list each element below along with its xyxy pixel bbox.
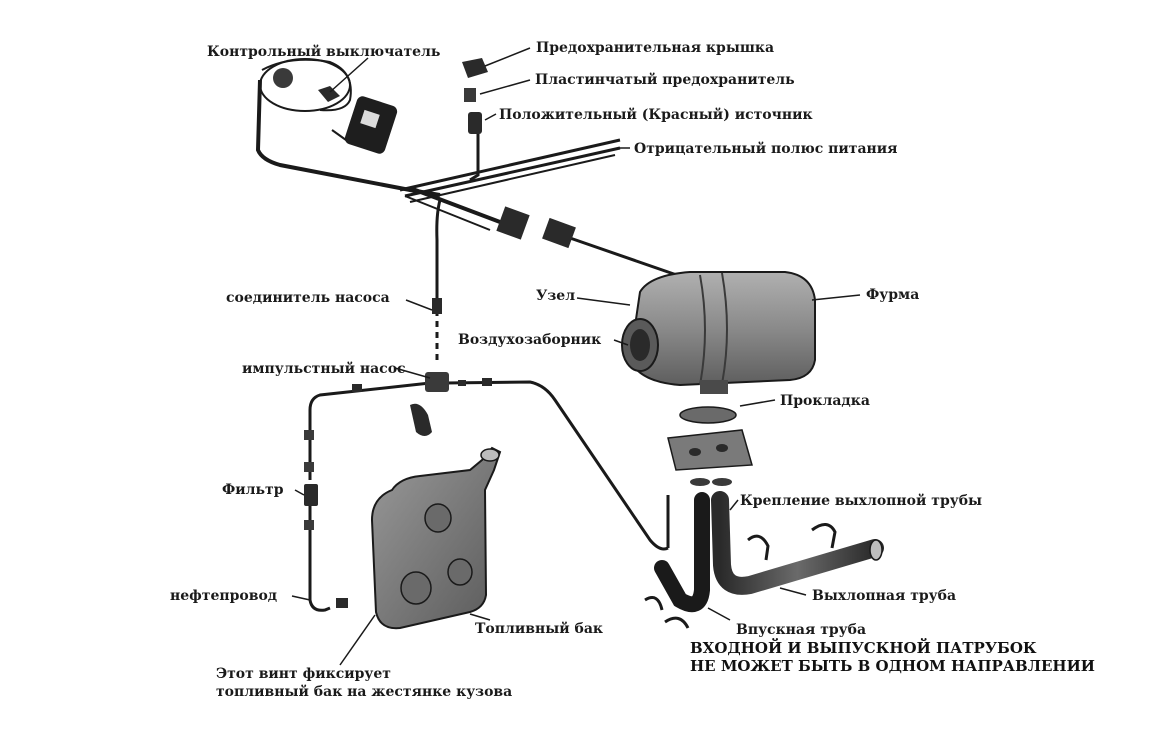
- fuse-assembly-icon: [462, 58, 488, 134]
- label-control-switch: Контрольный выключатель: [207, 43, 440, 60]
- label-intake-pipe: Впускная труба: [736, 622, 866, 638]
- control-switch-icon: [273, 68, 398, 154]
- label-fuel-line: нефтепровод: [170, 588, 277, 604]
- pulse-pump-icon: [352, 372, 492, 436]
- label-filter: Фильтр: [222, 482, 284, 498]
- label-fuel-tank: Топливный бак: [475, 620, 603, 637]
- label-gasket: Прокладка: [780, 393, 870, 409]
- label-positive-source: Положительный (Красный) источник: [499, 106, 813, 123]
- intake-pipe-icon: [654, 492, 710, 613]
- pump-connector-icon: [432, 298, 442, 314]
- labels: Контрольный выключатель Предохранительна…: [170, 40, 1095, 700]
- exhaust-pipe-icon: [711, 491, 884, 595]
- exhaust-clamp-icon: [644, 523, 837, 629]
- warning-line1: ВХОДНОЙ И ВЫПУСКНОЙ ПАТРУБОК: [690, 638, 1037, 657]
- heater-unit-icon: [621, 271, 816, 394]
- label-safety-cap: Предохранительная крышка: [536, 40, 774, 56]
- label-screw-line1: Этот винт фиксирует: [216, 666, 391, 682]
- label-pump-connector: соединитель насоса: [226, 290, 390, 306]
- label-negative-pole: Отрицательный полюс питания: [634, 140, 898, 157]
- label-unit: Узел: [536, 288, 575, 304]
- warning-line2: НЕ МОЖЕТ БЫТЬ В ОДНОМ НАПРАВЛЕНИИ: [690, 657, 1095, 675]
- harness-connector-icon: [496, 206, 576, 249]
- gasket-icon: [667, 406, 753, 486]
- label-air-intake: Воздухозаборник: [458, 332, 601, 348]
- label-screw-line2: топливный бак на жестянке кузова: [216, 683, 512, 700]
- label-tuyere: Фурма: [866, 287, 919, 303]
- label-exhaust-pipe: Выхлопная труба: [812, 588, 956, 604]
- label-exhaust-clamp: Крепление выхлопной трубы: [740, 492, 982, 509]
- fuel-line: [308, 310, 670, 612]
- filter-icon: [304, 430, 348, 608]
- label-blade-fuse: Пластинчатый предохранитель: [535, 71, 795, 88]
- fuel-tank-icon: [370, 446, 502, 630]
- label-pulse-pump: импульстный насос: [242, 360, 406, 377]
- leader-lines: [291, 47, 861, 666]
